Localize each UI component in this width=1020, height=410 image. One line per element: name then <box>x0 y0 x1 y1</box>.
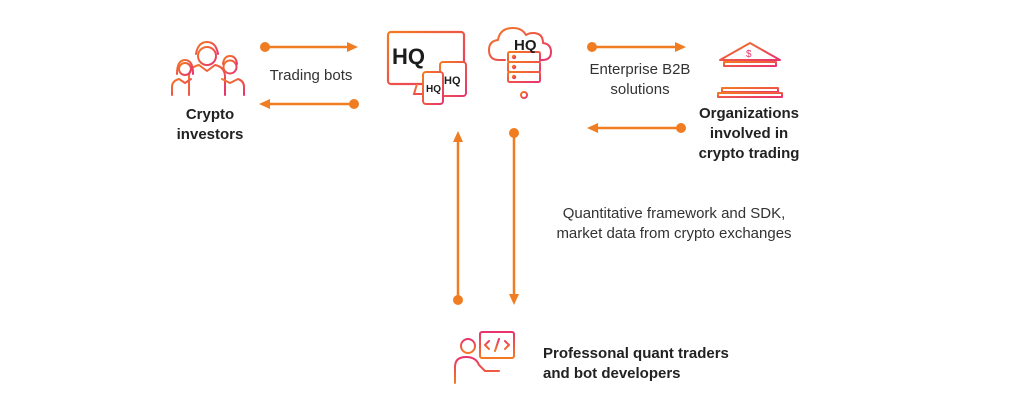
b2b-label-line1: Enterprise B2B <box>589 61 691 78</box>
cloud-server-icon <box>488 27 552 99</box>
arrow-platform-to-investors <box>259 99 359 109</box>
developers-label-line2: and bot developers <box>543 365 681 382</box>
platform-logo-phone: HQ <box>426 84 441 95</box>
investors-group-icon <box>171 41 245 96</box>
trading-bots-label: Trading bots <box>269 67 353 84</box>
investors-label: Crypto investors <box>170 105 250 145</box>
organizations-label: Organizations involved in crypto trading <box>684 104 814 164</box>
platform-logo-tablet: HQ <box>444 75 461 87</box>
b2b-label: Enterprise B2B solutions <box>578 60 702 100</box>
b2b-label-line2: solutions <box>610 81 670 98</box>
organizations-label-line2: involved in <box>709 125 789 142</box>
arrow-developers-to-platform <box>453 131 463 305</box>
framework-label: Quantitative framework and SDK, market d… <box>534 204 814 244</box>
arrow-cloud-to-developers <box>509 128 519 305</box>
arrow-cloud-to-organizations <box>587 42 686 52</box>
platform-logo: HQ <box>392 44 425 69</box>
svg-text:$: $ <box>746 49 752 60</box>
bank-building-icon: $ <box>717 42 783 98</box>
framework-label-line2: market data from crypto exchanges <box>556 225 792 242</box>
investors-label-line2: investors <box>176 126 244 143</box>
devices-monitor-icon <box>386 30 467 105</box>
arrow-investors-to-platform <box>260 42 358 52</box>
organizations-label-line1: Organizations <box>698 105 799 122</box>
investors-label-line1: Crypto <box>185 106 235 123</box>
developer-desk-icon <box>447 331 521 384</box>
cloud-logo: HQ <box>514 37 537 54</box>
arrow-organizations-to-cloud <box>587 123 686 133</box>
framework-label-line1: Quantitative framework and SDK, <box>562 205 786 222</box>
developers-label: Professonal quant traders and bot develo… <box>543 344 729 384</box>
organizations-label-line3: crypto trading <box>698 145 800 162</box>
developers-label-line1: Professonal quant traders <box>543 345 729 362</box>
